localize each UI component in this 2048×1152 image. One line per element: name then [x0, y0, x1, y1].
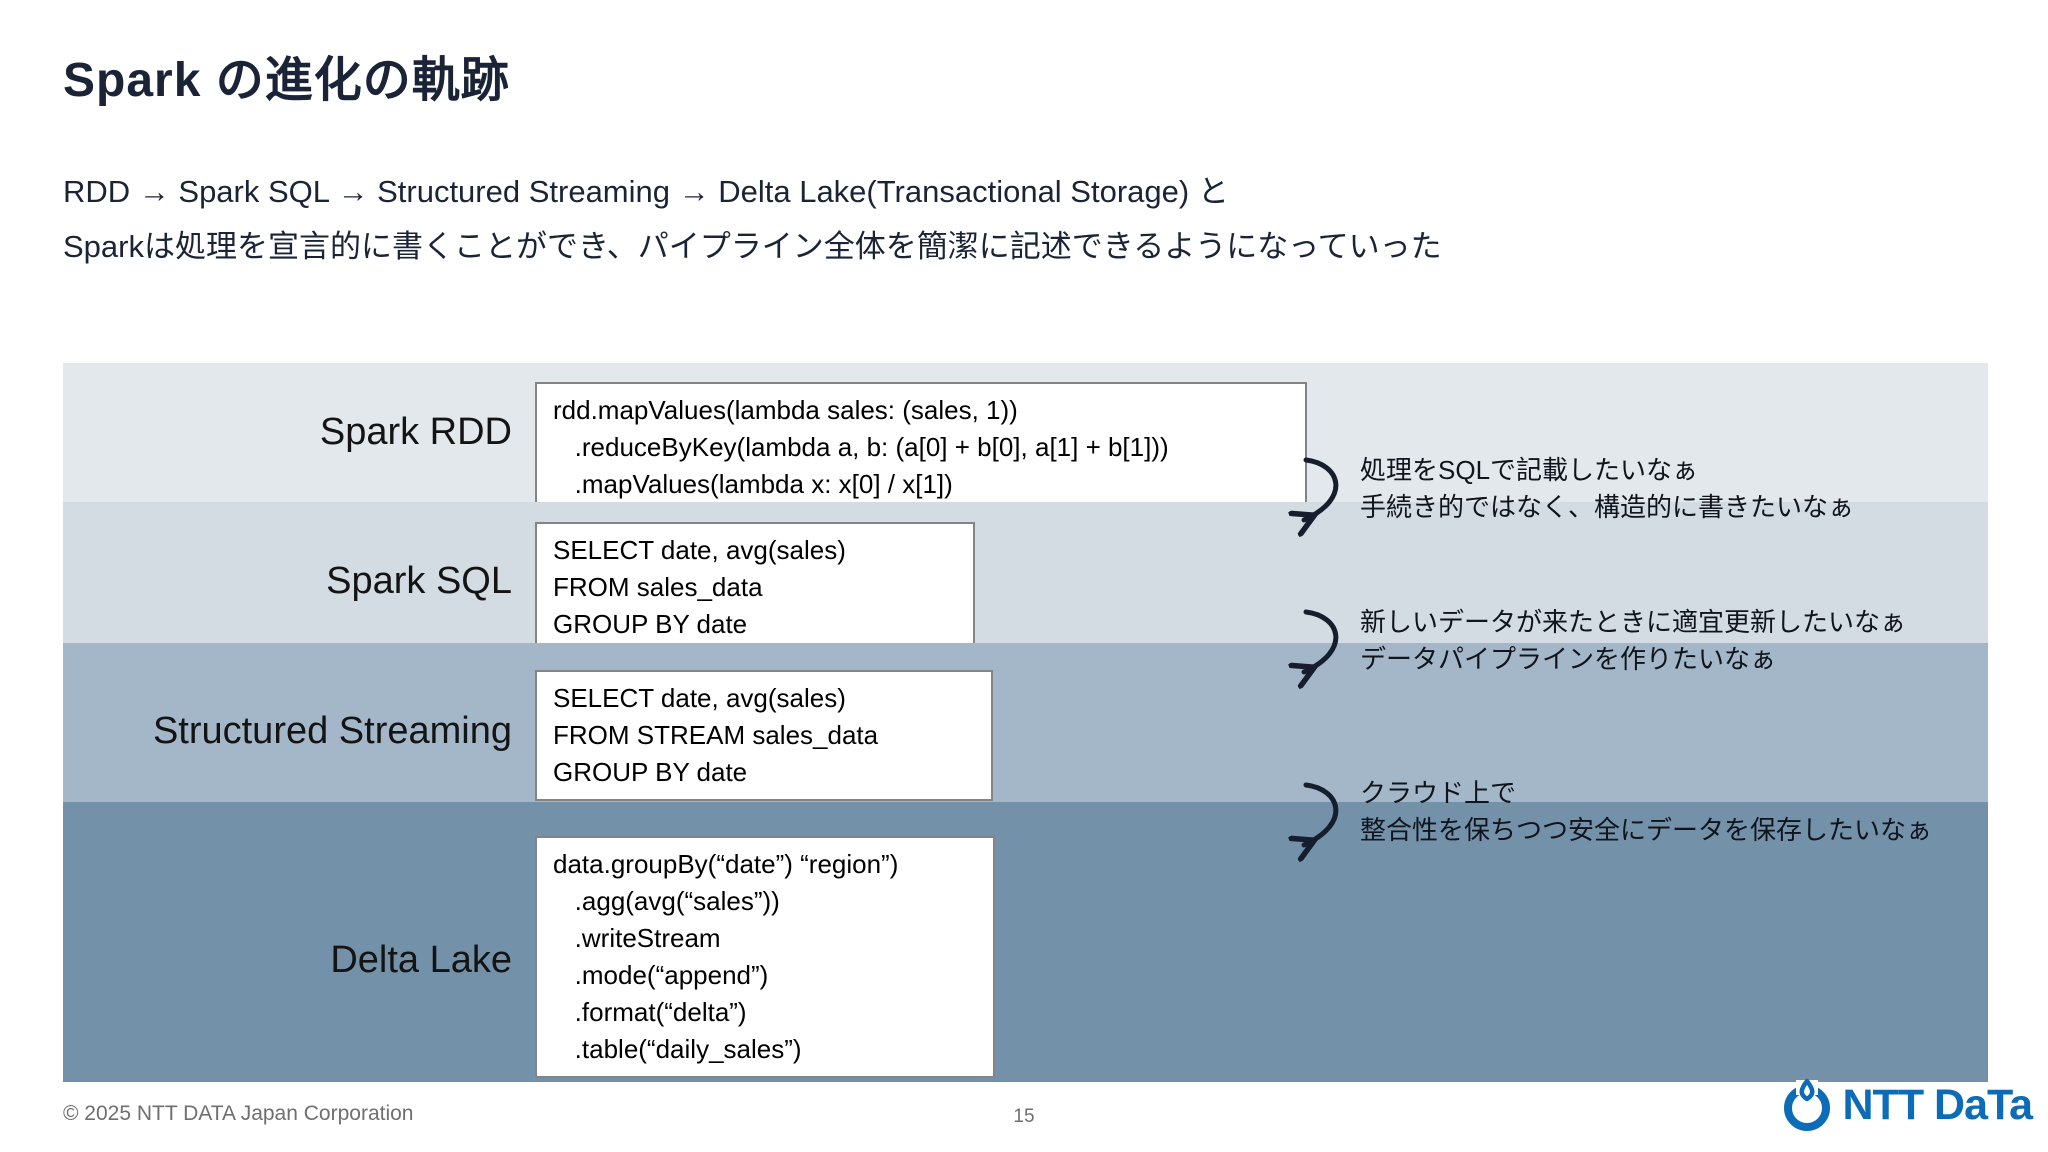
- annotation-line: 新しいデータが来たときに適宜更新したいなぁ: [1360, 607, 1907, 637]
- code-box-structured-streaming: SELECT date, avg(sales) FROM STREAM sale…: [535, 670, 993, 801]
- curved-arrow-icon: [1288, 457, 1339, 542]
- annotation-line: データパイプラインを作りたいなぁ: [1360, 644, 1777, 674]
- annotation-streaming-wish: 新しいデータが来たときに適宜更新したいなぁ データパイプラインを作りたいなぁ: [1360, 604, 1906, 678]
- annotation-sql-wish: 処理をSQLで記載したいなぁ 手続き的ではなく、構造的に書きたいなぁ: [1360, 452, 1854, 526]
- code-box-spark-sql: SELECT date, avg(sales) FROM sales_data …: [535, 522, 975, 653]
- subtitle-line-1: RDD → Spark SQL → Structured Streaming →…: [63, 174, 1229, 209]
- page-title: Spark の進化の軌跡: [63, 54, 510, 107]
- page-number: 15: [1013, 1106, 1035, 1127]
- annotation-line: 手続き的ではなく、構造的に書きたいなぁ: [1360, 492, 1855, 522]
- band-label-structured-streaming: Structured Streaming: [152, 710, 512, 752]
- band-label-spark-sql: Spark SQL: [326, 560, 512, 602]
- band-label-delta-lake: Delta Lake: [330, 938, 512, 981]
- band-spark-sql: Spark SQL SELECT date, avg(sales) FROM s…: [63, 502, 1988, 653]
- curved-arrow-icon: [1288, 782, 1339, 867]
- copyright-text: © 2025 NTT DATA Japan Corporation: [63, 1102, 414, 1125]
- annotation-line: 整合性を保ちつつ安全にデータを保存したいなぁ: [1360, 815, 1933, 845]
- band-label-spark-rdd: Spark RDD: [319, 411, 512, 453]
- code-box-spark-rdd: rdd.mapValues(lambda sales: (sales, 1)) …: [535, 382, 1307, 513]
- band-structured-streaming: Structured Streaming SELECT date, avg(sa…: [63, 643, 1988, 802]
- curved-arrow-icon: [1288, 609, 1339, 694]
- band-spark-rdd: Spark RDD rdd.mapValues(lambda sales: (s…: [63, 363, 1988, 513]
- evolution-bands: Spark RDD rdd.mapValues(lambda sales: (s…: [63, 363, 1988, 1082]
- annotation-storage-wish: クラウド上で 整合性を保ちつつ安全にデータを保存したいなぁ: [1360, 775, 1932, 849]
- code-box-delta-lake: data.groupBy(“date”) “region”) .agg(avg(…: [535, 836, 995, 1078]
- annotation-line: 処理をSQLで記載したいなぁ: [1360, 455, 1699, 485]
- subtitle: RDD → Spark SQL → Structured Streaming →…: [63, 164, 1442, 274]
- band-delta-lake: Delta Lake data.groupBy(“date”) “region”…: [63, 802, 1988, 1082]
- annotation-line: クラウド上で: [1360, 778, 1517, 808]
- ntt-data-logo-text: NTT DaTa: [1842, 1080, 2033, 1129]
- ntt-data-logo-icon: [1783, 1078, 1830, 1131]
- ntt-data-logo: NTT DaTa: [1781, 1078, 2033, 1132]
- subtitle-line-2: Sparkは処理を宣言的に書くことができ、パイプライン全体を簡潔に記述できるよう…: [63, 229, 1442, 264]
